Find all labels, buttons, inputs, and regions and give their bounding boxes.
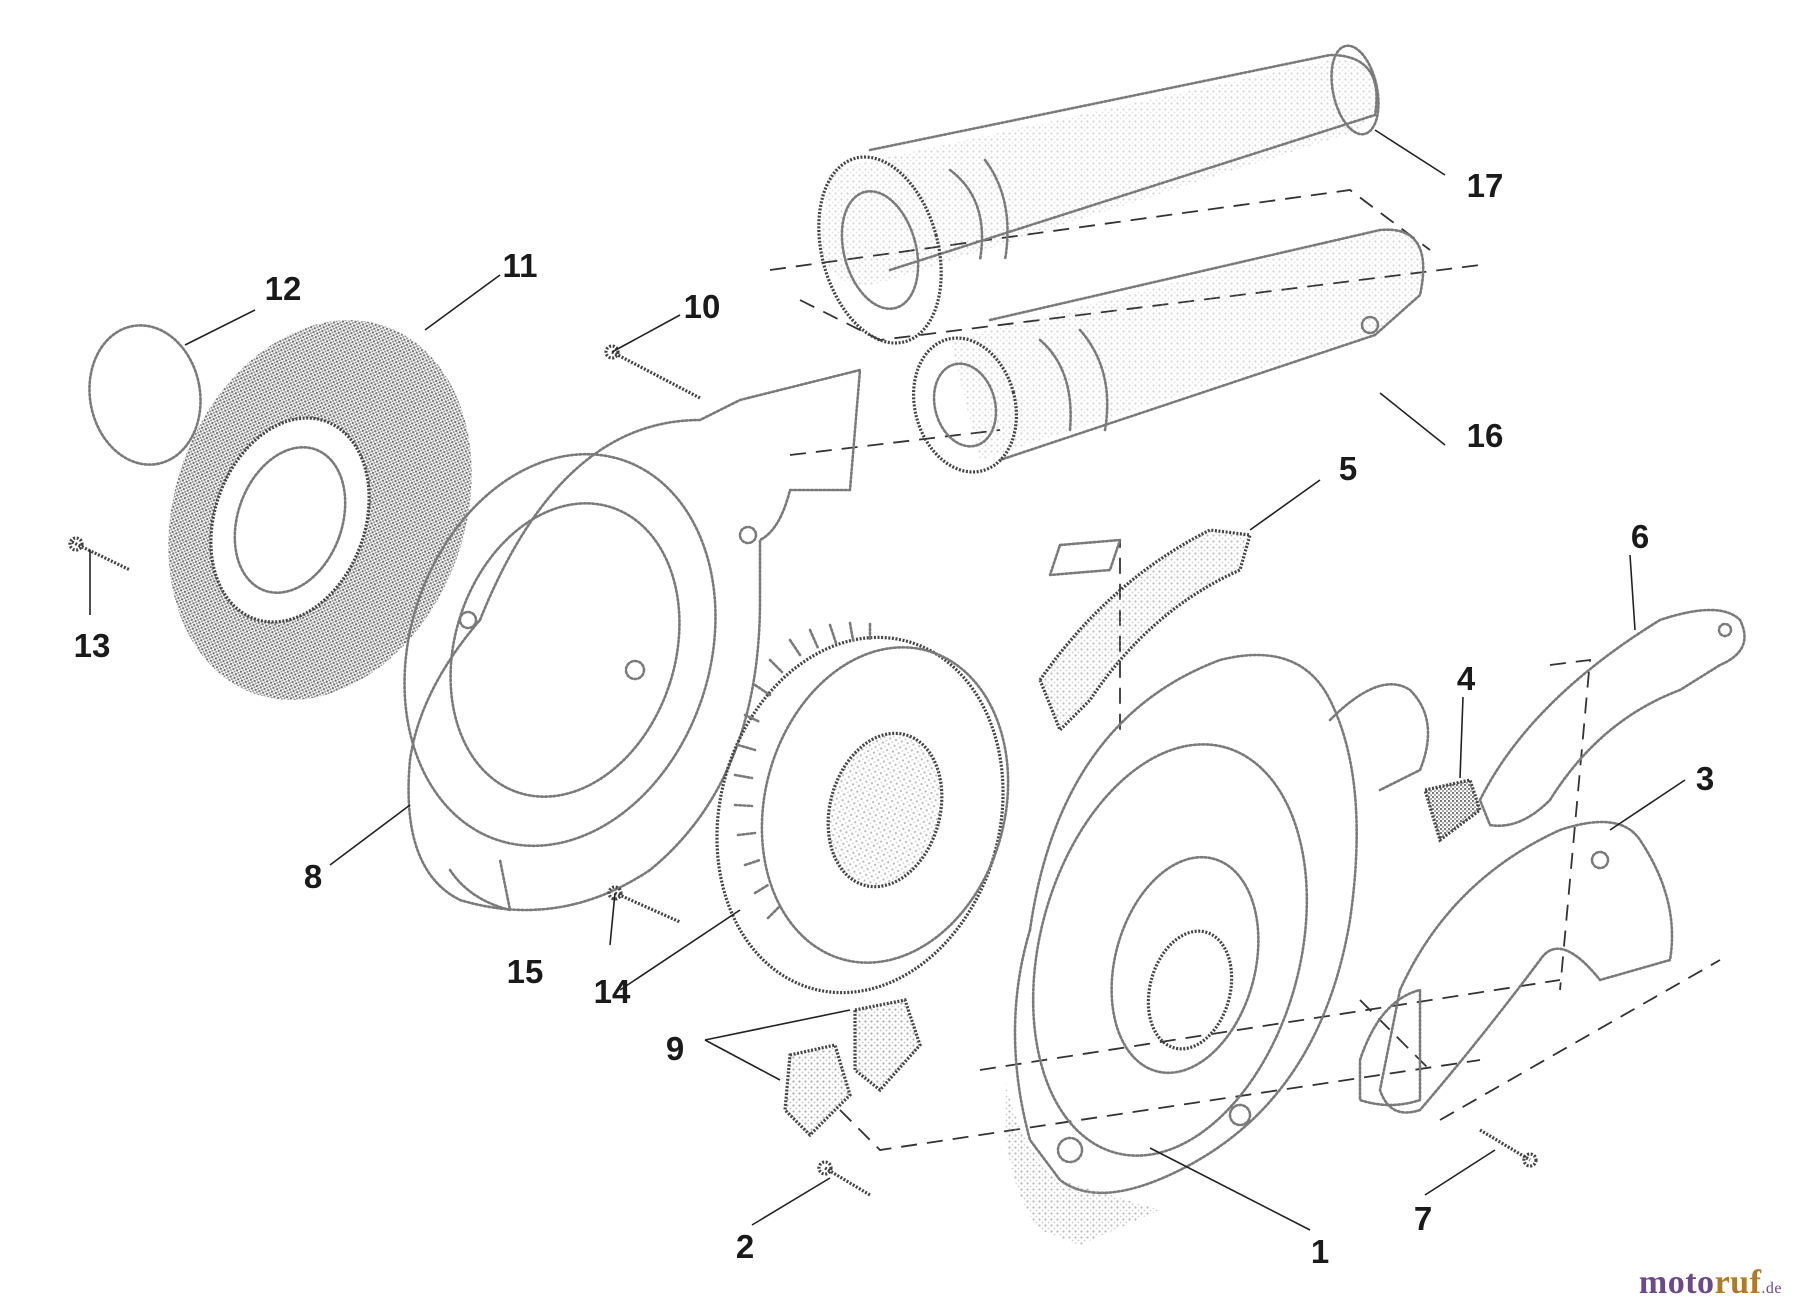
watermark-part1: moto: [1638, 1264, 1715, 1301]
part-4-switch: [1422, 778, 1482, 843]
part-9-grommets: [783, 998, 922, 1138]
leader-lines: [89, 129, 1686, 1231]
label-part-15: 15: [507, 953, 544, 990]
label-part-1: 1: [1311, 1233, 1329, 1270]
part-1-main-housing: [1004, 653, 1430, 1245]
label-part-7: 7: [1414, 1200, 1432, 1237]
part-17-upper-tube: [817, 44, 1380, 345]
assembly-centerlines: [769, 189, 1721, 1151]
part-16-lower-tube: [911, 228, 1425, 474]
label-part-2: 2: [736, 1228, 754, 1265]
label-part-3: 3: [1696, 760, 1714, 797]
label-part-13: 13: [74, 627, 111, 664]
part-8-fan-housing: [403, 368, 862, 912]
part-5-top-bracket: [1038, 528, 1253, 733]
label-part-4: 4: [1457, 660, 1476, 697]
part-10-screw: [604, 344, 701, 400]
part-2-screw: [817, 1160, 871, 1197]
label-part-10: 10: [684, 288, 721, 325]
part-3-handle-bottom: [1358, 820, 1674, 1114]
watermark-part2: ruf: [1714, 1264, 1762, 1301]
label-part-5: 5: [1339, 450, 1357, 487]
part-14-impeller: [715, 621, 1010, 995]
part-11-intake-grille: [168, 320, 472, 700]
label-part-17: 17: [1467, 167, 1504, 204]
site-watermark: motoruf.de: [1639, 1264, 1782, 1302]
label-part-16: 16: [1467, 417, 1504, 454]
part-15-screw: [607, 885, 681, 924]
part-7-screw: [1479, 1128, 1538, 1168]
label-part-12: 12: [265, 270, 302, 307]
label-part-8: 8: [304, 858, 322, 895]
label-part-9: 9: [666, 1030, 684, 1067]
part-12-cap-disc: [88, 324, 202, 466]
label-part-14: 14: [594, 973, 631, 1010]
label-part-11: 11: [503, 247, 538, 284]
part-labels: 1 2 3 4 5 6 7 8 9 10 11 12 13 14 15 16 1…: [74, 167, 1715, 1270]
watermark-tld: .de: [1761, 1280, 1782, 1297]
part-13-screw: [68, 536, 131, 572]
part-6-handle-top: [1478, 608, 1746, 827]
label-part-6: 6: [1631, 518, 1649, 555]
